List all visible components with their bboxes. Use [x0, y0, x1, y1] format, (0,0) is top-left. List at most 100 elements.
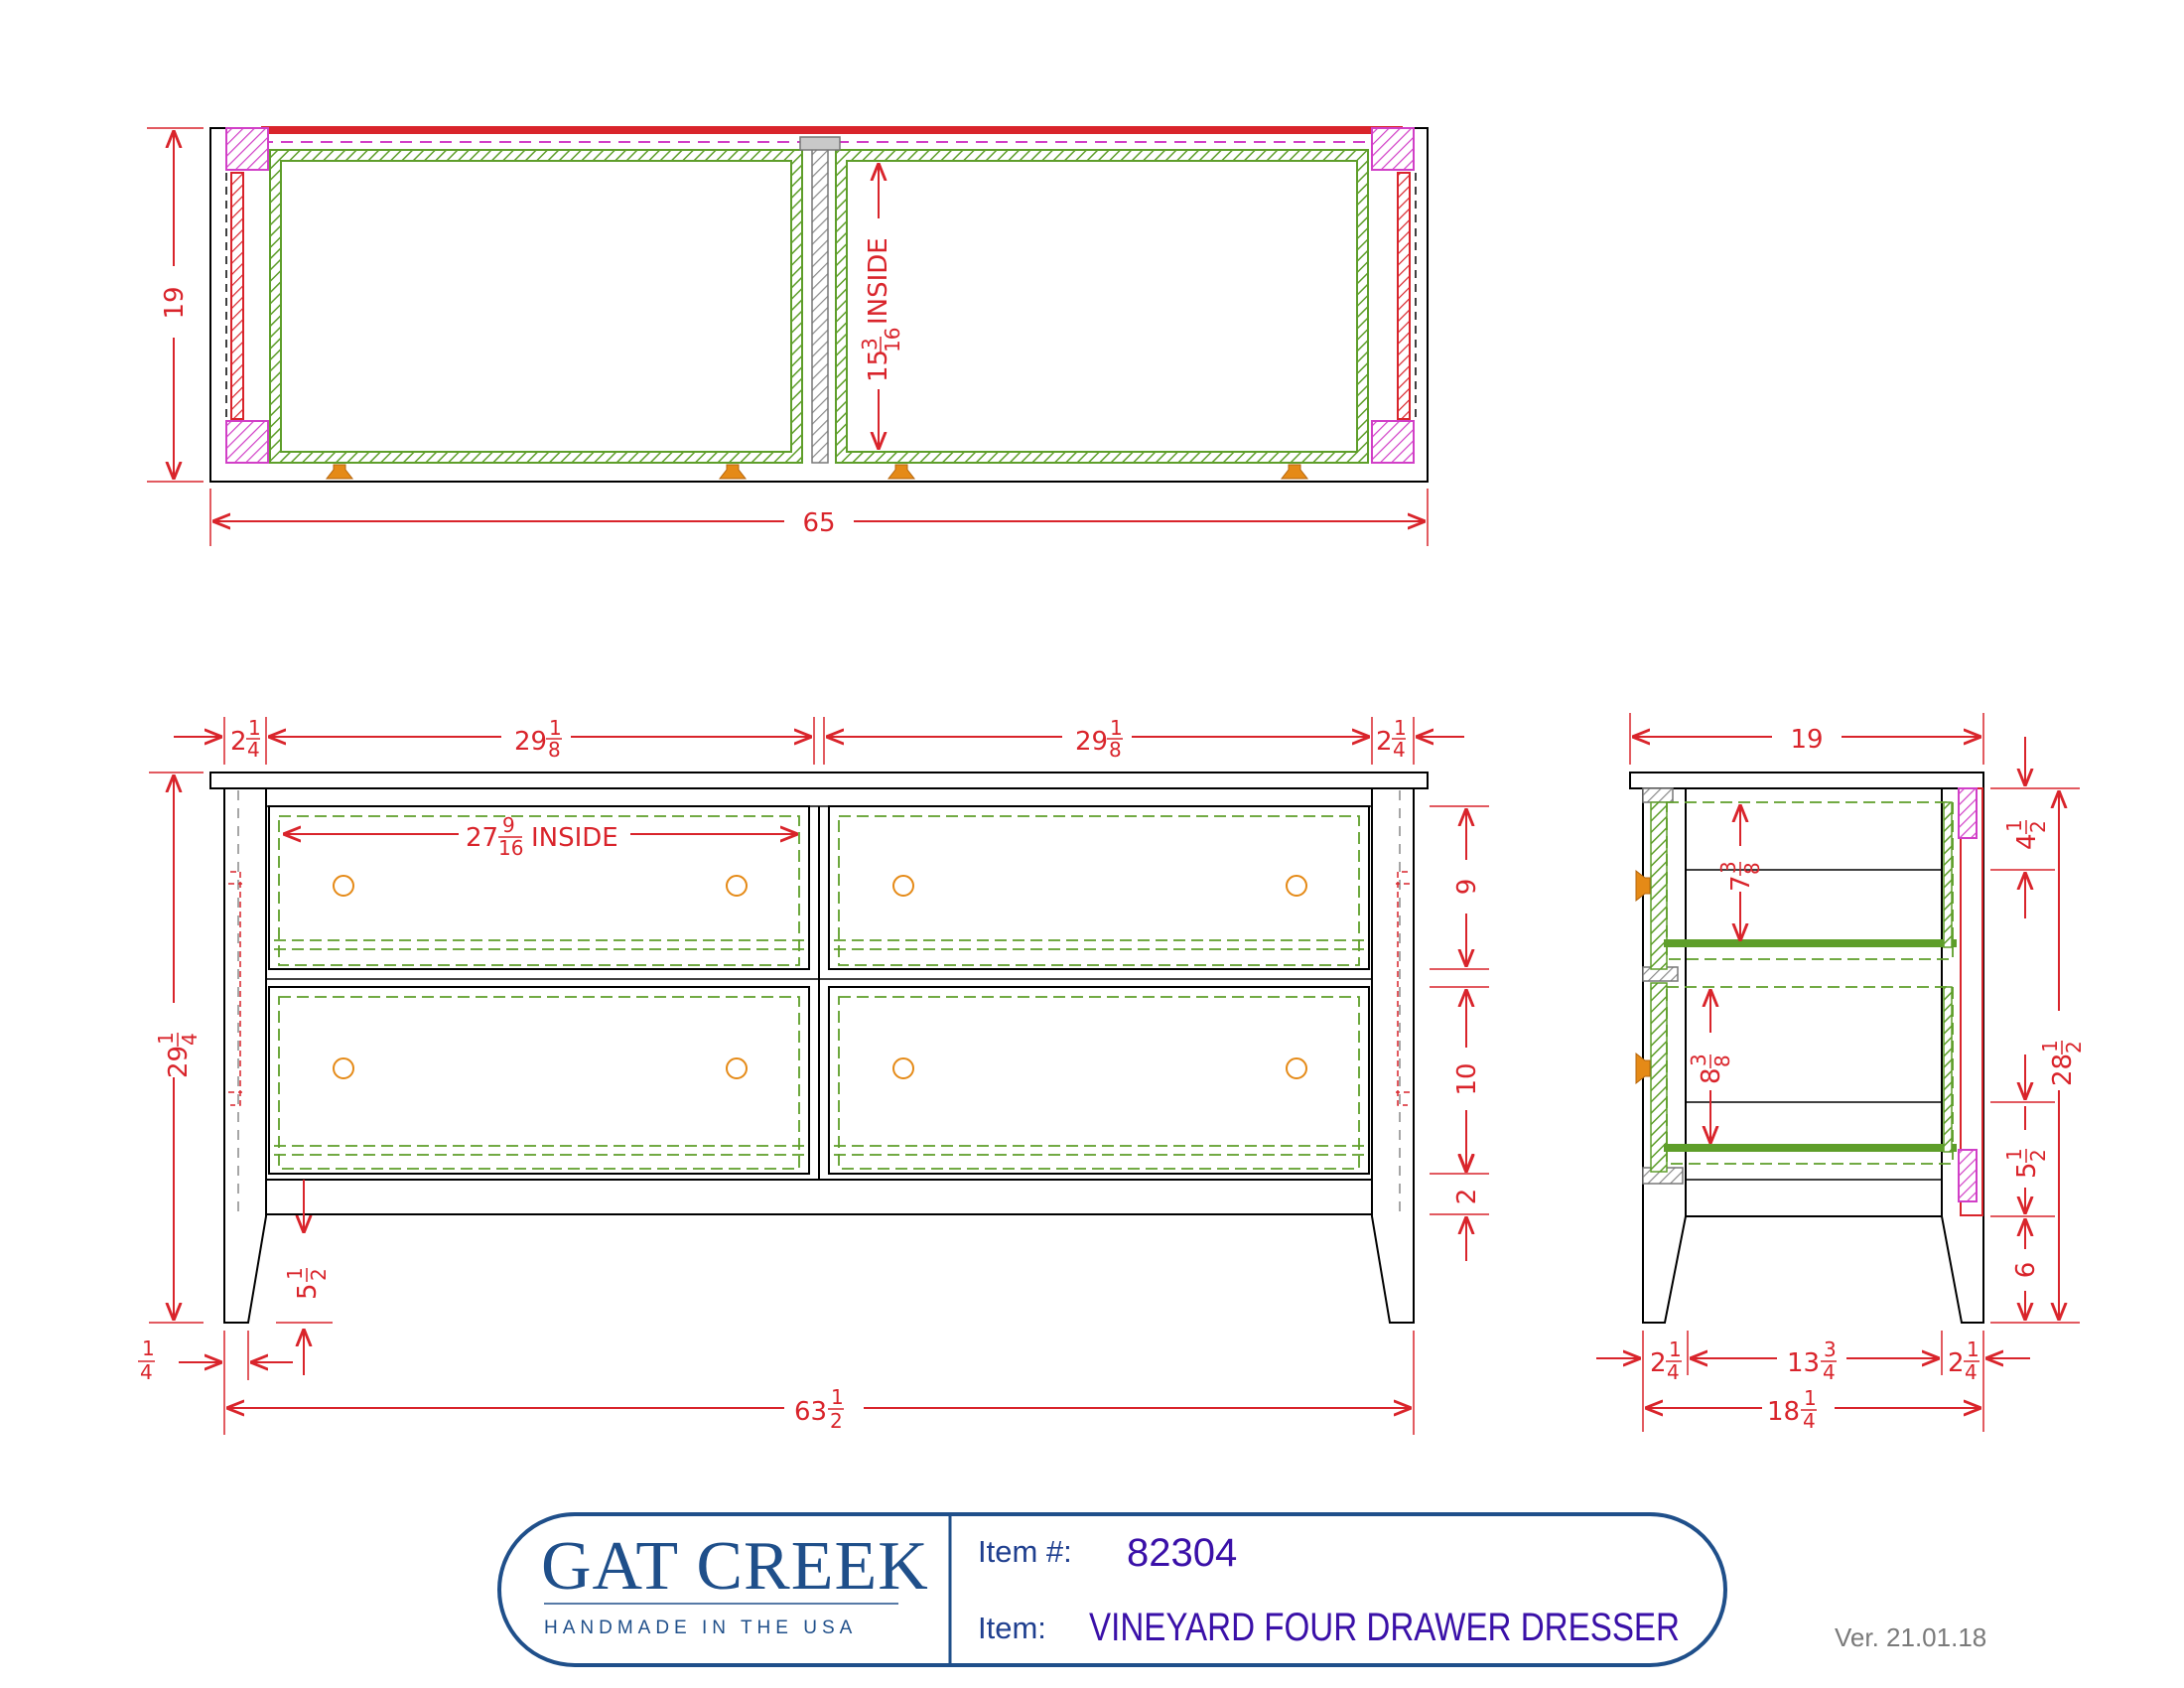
brand-logo: GAT CREEK HANDMADE IN THE USA [541, 1528, 929, 1638]
side-bottom-dimensions: 2 1 4 13 3 4 2 1 4 18 1 4 [1596, 1331, 2030, 1433]
front-leg-taper-den: 2 [307, 1268, 331, 1281]
side-top-gap-whole: 4 [2012, 833, 2042, 850]
title-block: GAT CREEK HANDMADE IN THE USA Item #: 82… [497, 1512, 1727, 1667]
front-opening-left-whole: 29 [514, 727, 547, 757]
side-total-height-num: 1 [2038, 1040, 2062, 1053]
front-overall-width-dimension: 63 1 2 [228, 1331, 1415, 1435]
side-knobs [1635, 869, 1651, 1085]
front-upper-drawer-height: 9 [1452, 879, 1482, 896]
top-view-inside-depth-dimension: 15 3 16 INSIDE [858, 165, 904, 448]
side-footprint-whole: 18 [1767, 1397, 1800, 1427]
front-knobs [333, 875, 1307, 1079]
top-view-width-dimension: 65 [209, 489, 1429, 546]
front-overall-width-num: 1 [831, 1385, 844, 1409]
side-between-legs-num: 3 [1824, 1337, 1837, 1361]
side-upper-inside-whole: 7 [1726, 875, 1756, 892]
front-leg-taper-num: 1 [283, 1267, 307, 1280]
front-opening-left-den: 8 [548, 738, 561, 762]
side-footprint-den: 4 [1803, 1409, 1816, 1433]
front-drawer-lower-right [828, 986, 1370, 1175]
side-drawer-lower [1650, 982, 1957, 1173]
front-side-left-whole: 2 [230, 727, 247, 757]
front-side-right-den: 4 [1393, 738, 1406, 762]
top-view-width-label: 65 [802, 508, 835, 538]
front-side-right-num: 1 [1394, 716, 1407, 740]
front-height-whole: 29 [164, 1046, 194, 1078]
front-leg-offset-num: 1 [142, 1336, 155, 1360]
brand-tagline: HANDMADE IN THE USA [544, 1618, 857, 1638]
front-opening-right-whole: 29 [1075, 727, 1108, 757]
front-side-left-den: 4 [247, 738, 260, 762]
front-opening-right-den: 8 [1109, 738, 1122, 762]
front-height-dimension: 29 1 4 [149, 772, 204, 1324]
item-number: 82304 [1127, 1531, 1237, 1575]
front-side-right-whole: 2 [1376, 727, 1393, 757]
front-top-dimensions: 2 1 4 29 1 8 29 1 8 2 1 4 [174, 716, 1464, 765]
front-drawer-inside-dimension: 27 9 16 INSIDE [285, 813, 796, 860]
front-apron-height: 2 [1452, 1189, 1482, 1205]
top-view-depth-label: 19 [160, 286, 190, 319]
front-view: 2 1 4 29 1 8 29 1 8 2 1 4 27 9 16 INSIDE [138, 716, 1489, 1435]
side-rail-whole: 5 [2012, 1162, 2042, 1179]
side-right-dimensions: 4 1 2 5 1 2 6 28 1 2 [1990, 737, 2086, 1324]
side-top-gap-num: 1 [2002, 819, 2026, 832]
side-upper-inside-den: 8 [1740, 862, 1764, 875]
side-lower-inside-den: 8 [1710, 1055, 1734, 1067]
brand-name: GAT CREEK [541, 1528, 929, 1605]
front-drawer-upper-right [828, 805, 1370, 970]
top-inside-depth-whole: 15 [864, 350, 893, 382]
top-view-knobs [325, 464, 1309, 480]
item-name: VINEYARD FOUR DRAWER DRESSER [1089, 1606, 1680, 1649]
front-drawer-inside-whole: 27 [466, 823, 498, 853]
side-lower-inside-whole: 8 [1697, 1067, 1726, 1084]
side-lower-inside-num: 3 [1687, 1054, 1710, 1066]
top-inside-depth-den: 16 [881, 328, 904, 352]
top-view-depth-dimension: 19 [147, 127, 204, 483]
side-drawer-upper [1650, 801, 1957, 970]
front-side-left-num: 1 [248, 716, 261, 740]
side-view: 19 7 3 8 8 3 8 [1596, 713, 2086, 1433]
side-depth-label: 19 [1790, 725, 1823, 755]
front-opening-left-num: 1 [549, 716, 562, 740]
front-drawer-lower-left [268, 986, 810, 1175]
front-right-dimensions: 9 10 2 [1430, 805, 1489, 1261]
side-between-legs-den: 4 [1823, 1360, 1836, 1384]
top-view: 19 65 15 3 16 INSIDE [147, 126, 1429, 546]
front-leg-taper-whole: 5 [293, 1283, 323, 1300]
side-rail-num: 1 [2002, 1148, 2026, 1161]
front-drawer-upper-left [268, 805, 810, 970]
front-leg-offset-den: 4 [140, 1360, 153, 1384]
version-label: Ver. 21.01.18 [1835, 1622, 1986, 1652]
front-height-den: 4 [178, 1033, 202, 1046]
front-drawer-inside-num: 9 [502, 813, 515, 837]
side-upper-inside-num: 3 [1716, 861, 1740, 874]
side-depth-dimension: 19 [1629, 713, 1984, 765]
side-leg-front-den: 4 [1667, 1360, 1680, 1384]
front-height-num: 1 [154, 1032, 178, 1045]
side-total-height-den: 2 [2062, 1041, 2086, 1054]
front-lower-drawer-height: 10 [1452, 1062, 1482, 1095]
front-drawer-inside-word: INSIDE [531, 823, 618, 853]
side-leg-front-whole: 2 [1650, 1348, 1667, 1378]
front-opening-right-num: 1 [1110, 716, 1123, 740]
side-top-gap-den: 2 [2026, 820, 2050, 833]
item-label: Item: [978, 1611, 1046, 1645]
front-overall-width-den: 2 [830, 1409, 843, 1433]
side-between-legs-whole: 13 [1787, 1348, 1820, 1378]
side-leg-back-den: 4 [1965, 1360, 1978, 1384]
side-total-height-whole: 28 [2048, 1054, 2078, 1086]
side-inside-dimensions: 7 3 8 8 3 8 [1687, 806, 1764, 1142]
top-inside-word: INSIDE [864, 237, 893, 325]
front-drawer-inside-den: 16 [498, 836, 523, 860]
top-inside-depth-num: 3 [858, 338, 882, 351]
side-footprint-num: 1 [1804, 1386, 1817, 1410]
front-leg-dimensions: 5 1 2 1 4 [138, 1180, 333, 1435]
side-leg-front-num: 1 [1669, 1337, 1682, 1361]
side-leg-back-whole: 2 [1948, 1348, 1965, 1378]
side-leg-back-num: 1 [1967, 1337, 1979, 1361]
item-number-label: Item #: [978, 1534, 1072, 1569]
side-leg-height: 6 [2011, 1262, 2041, 1279]
side-rail-den: 2 [2026, 1149, 2050, 1162]
front-overall-width-whole: 63 [794, 1397, 827, 1427]
